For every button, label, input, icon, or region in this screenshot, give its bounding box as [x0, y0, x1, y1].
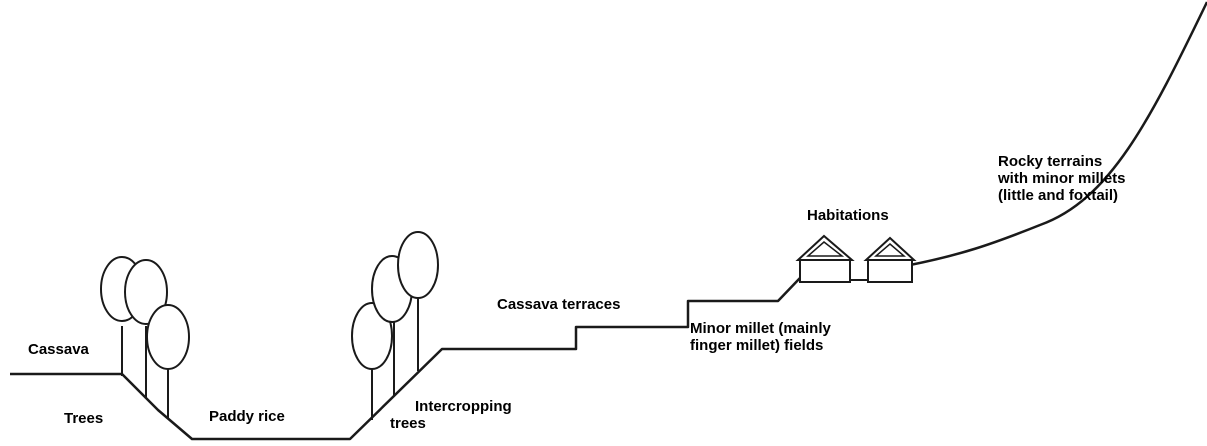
label-intercropping-trees: Intercropping trees — [390, 398, 512, 432]
label-intercropping-line1: Intercropping — [415, 398, 512, 415]
tree-icon — [351, 302, 393, 420]
label-minor-millet-line1: Minor millet (mainly — [690, 320, 831, 337]
tree-icon — [124, 259, 168, 398]
label-minor-millet-line2: finger millet) fields — [690, 337, 824, 354]
tree-icon — [397, 231, 439, 371]
label-paddy-rice: Paddy rice — [209, 408, 285, 425]
label-intercropping-line2: trees — [390, 415, 426, 432]
label-cassava: Cassava — [28, 341, 89, 358]
label-minor-millet-fields: Minor millet (mainly finger millet) fiel… — [690, 320, 831, 354]
house-icon — [863, 236, 917, 283]
label-trees: Trees — [64, 410, 104, 427]
label-rocky-line1: Rocky terrains — [998, 153, 1103, 170]
label-rocky-line3: (little and foxtail) — [998, 187, 1118, 204]
house-icon — [795, 234, 855, 283]
label-cassava-terraces: Cassava terraces — [497, 296, 621, 313]
label-rocky-line2: with minor millets — [998, 170, 1126, 187]
label-rocky-terrains: Rocky terrains with minor millets (littl… — [998, 153, 1126, 204]
terrain-slope-line — [909, 1, 1207, 267]
label-habitations: Habitations — [807, 207, 889, 224]
terrain-profile-line — [10, 277, 801, 441]
tree-icon — [146, 304, 190, 418]
